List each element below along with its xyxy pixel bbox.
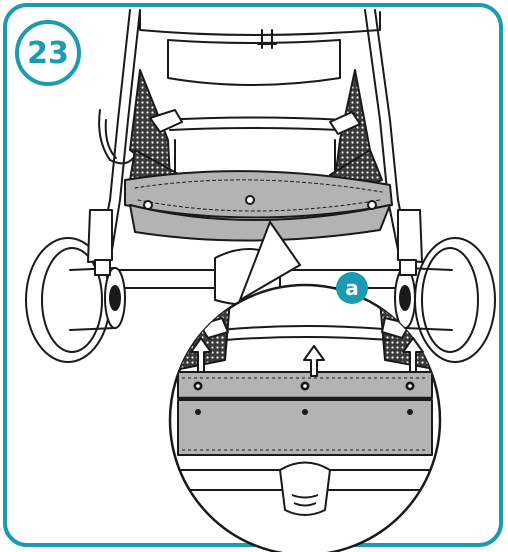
- callout-pointer: [238, 219, 302, 303]
- callout-label: a: [345, 276, 359, 300]
- up-arrow-icon: [402, 337, 424, 373]
- step-number-badge: 23: [15, 20, 81, 86]
- up-arrow-icon: [303, 345, 325, 377]
- callout-label-badge: a: [336, 272, 368, 304]
- up-arrow-icon: [190, 337, 212, 373]
- step-number: 23: [27, 35, 69, 71]
- zoom-detail: [168, 283, 442, 552]
